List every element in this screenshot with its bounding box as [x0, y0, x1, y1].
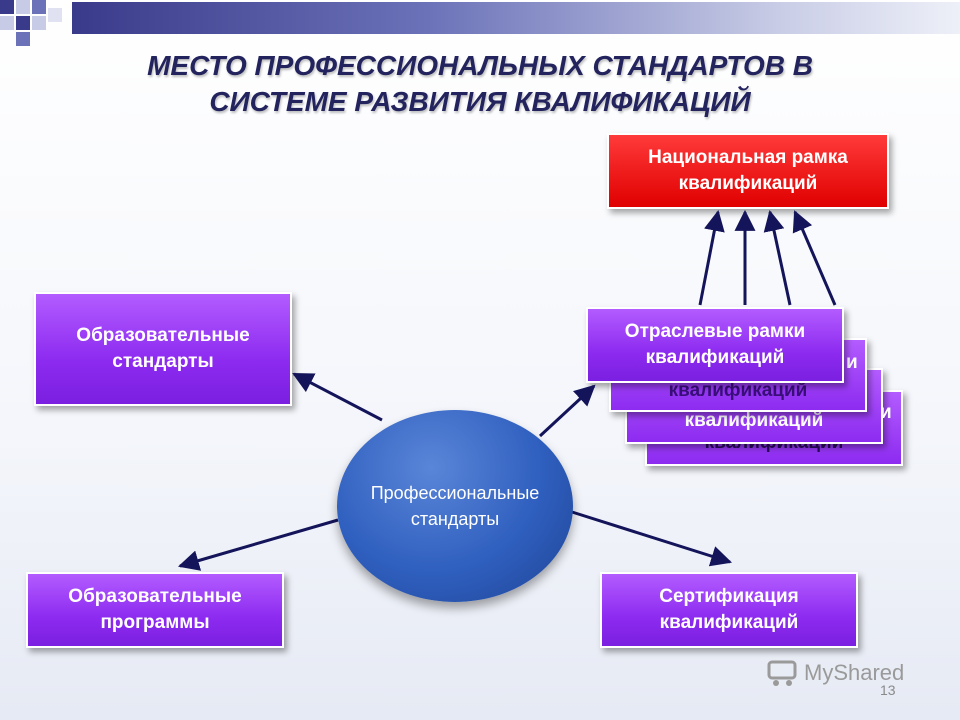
slide-title: МЕСТО ПРОФЕССИОНАЛЬНЫХ СТАНДАРТОВ В СИСТ… [0, 48, 960, 120]
national-framework-line2: квалификаций [678, 173, 818, 194]
educational-standards-line2: стандарты [112, 351, 214, 372]
national-framework-box: Национальная рамка квалификаций [607, 133, 889, 209]
arrow-to-national-3 [763, 209, 792, 306]
certification-box: Сертификация квалификаций [600, 572, 858, 648]
stack-fragment-2: и [880, 402, 892, 423]
industry-frameworks-line1: Отраслевые рамки [624, 321, 806, 342]
educational-programs-line2: программы [100, 612, 210, 633]
corner-decoration [0, 0, 80, 60]
industry-frameworks-line2: квалификаций [645, 347, 785, 368]
educational-standards-box: Образовательные стандарты [34, 292, 292, 406]
stack-2-label: квалификаций [668, 380, 808, 401]
header-bar [72, 2, 960, 34]
educational-programs-line1: Образовательные [68, 586, 242, 607]
arrow-to-national-1 [698, 209, 725, 306]
slide-title-line2: СИСТЕМЕ РАЗВИТИЯ КВАЛИФИКАЦИЙ [209, 86, 751, 117]
arrow-to-educational-standards [292, 372, 383, 422]
arrow-to-industry-frameworks [538, 384, 596, 438]
national-framework-line1: Национальная рамка [648, 147, 848, 168]
watermark-text: MyShared [804, 660, 905, 685]
professional-standards-line2: стандарты [410, 509, 500, 529]
professional-standards-line1: Профессиональные [370, 483, 540, 503]
educational-standards-line1: Образовательные [76, 325, 250, 346]
professional-standards-node: Профессиональные стандарты [337, 410, 573, 602]
cart-icon [767, 660, 797, 686]
arrow-to-educational-programs [177, 518, 339, 571]
arrow-to-certification [571, 510, 733, 567]
industry-frameworks-box: Отраслевые рамки квалификаций [586, 307, 844, 383]
watermark: MyShared [766, 658, 904, 688]
certification-line2: квалификаций [659, 612, 799, 633]
educational-programs-box: Образовательные программы [26, 572, 284, 648]
stack-fragment-1: и [846, 352, 858, 373]
certification-line1: Сертификация [659, 586, 799, 607]
page-number: 13 [880, 682, 896, 698]
arrow-to-national-4 [792, 210, 837, 306]
slide-title-line1: МЕСТО ПРОФЕССИОНАЛЬНЫХ СТАНДАРТОВ В [147, 50, 813, 81]
stack-3-label: квалификаций [684, 410, 824, 431]
